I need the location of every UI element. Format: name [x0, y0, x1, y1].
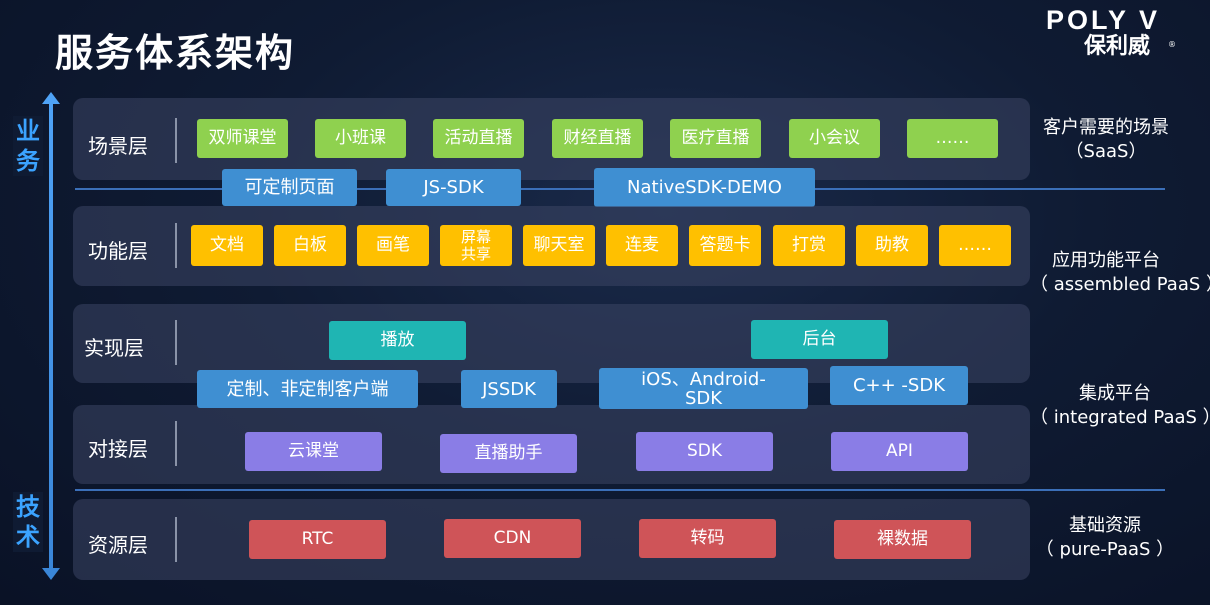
- function-item: 画笔: [357, 225, 429, 266]
- logo-registered-mark: ®: [1168, 40, 1176, 49]
- axis-char: 务: [16, 147, 40, 175]
- separator: [175, 517, 177, 562]
- function-item: 连麦: [606, 225, 678, 266]
- client-item: JSSDK: [461, 370, 557, 408]
- logo-text-bottom: 保利威: [1084, 34, 1151, 59]
- page-title: 服务体系架构: [55, 31, 296, 75]
- function-item-line: 屏幕: [460, 227, 491, 246]
- bridge-item: NativeSDK-DEMO: [594, 168, 815, 207]
- client-item-line: SDK: [684, 387, 723, 409]
- client-item-line: iOS、Android-: [641, 368, 766, 390]
- integration-item: API: [831, 432, 968, 471]
- function-item: 打赏: [773, 225, 845, 266]
- axis-char: 业: [16, 117, 40, 145]
- scene-item: 小会议: [789, 119, 880, 158]
- divider-line: [75, 489, 1165, 491]
- separator: [175, 223, 177, 268]
- resource-item: RTC: [249, 520, 386, 559]
- scene-item: 小班课: [315, 119, 406, 158]
- function-layer-label: 功能层: [88, 239, 148, 263]
- scene-item: 双师课堂: [197, 119, 288, 158]
- scene-item: 医疗直播: [670, 119, 761, 158]
- implementation-item: 播放: [329, 321, 466, 360]
- axis-char: 术: [16, 523, 40, 551]
- resource-item: 裸数据: [834, 520, 971, 559]
- arrow-down-icon: [42, 568, 60, 580]
- side-label-line: （SaaS）: [1065, 141, 1147, 162]
- axis-char: 技: [16, 493, 40, 521]
- side-label-line: 基础资源: [1069, 515, 1141, 536]
- axis-label-business: 业 务: [13, 116, 43, 176]
- logo-text-top: POLY V: [1046, 5, 1161, 35]
- axis-label-tech: 技 术: [13, 492, 43, 552]
- integration-layer-label: 对接层: [88, 437, 148, 461]
- side-label-line: 集成平台: [1079, 383, 1151, 404]
- integration-item: 直播助手: [440, 434, 577, 473]
- bridge-item: 可定制页面: [222, 169, 357, 206]
- scene-item: ……: [907, 119, 998, 158]
- scene-item: 财经直播: [552, 119, 643, 158]
- implementation-layer-label: 实现层: [84, 336, 144, 360]
- resource-item: CDN: [444, 519, 581, 558]
- side-label-line: （ pure-PaaS ）: [1035, 539, 1175, 560]
- arrow-up-icon: [42, 92, 60, 104]
- scene-layer-label: 场景层: [88, 134, 148, 158]
- integration-item: 云课堂: [245, 432, 382, 471]
- client-item: C++ -SDK: [830, 366, 968, 405]
- function-item: 文档: [191, 225, 263, 266]
- side-label-line: （ assembled PaaS ）: [1030, 274, 1210, 295]
- separator: [175, 320, 177, 365]
- side-label-line: （ integrated PaaS ）: [1030, 407, 1210, 428]
- integration-item: SDK: [636, 432, 773, 471]
- axis-line: [49, 98, 53, 572]
- polyv-logo: POLY V 保利威 ®: [1046, 6, 1176, 66]
- function-item: 助教: [856, 225, 928, 266]
- client-item: iOS、Android- SDK: [599, 368, 808, 409]
- function-item: 白板: [274, 225, 346, 266]
- function-item: ……: [939, 225, 1011, 266]
- scene-item: 活动直播: [433, 119, 524, 158]
- separator: [175, 118, 177, 163]
- side-label-line: 应用功能平台: [1052, 250, 1160, 271]
- function-side-label: 应用功能平台 （ assembled PaaS ）: [1030, 249, 1210, 297]
- function-item-line: 共享: [460, 244, 491, 263]
- resource-layer-label: 资源层: [88, 533, 148, 557]
- side-label-line: 客户需要的场景: [1043, 117, 1169, 138]
- resource-side-label: 基础资源 （ pure-PaaS ）: [1030, 514, 1180, 562]
- function-item: 屏幕 共享: [440, 225, 512, 266]
- integration-side-label: 集成平台 （ integrated PaaS ）: [1030, 382, 1210, 430]
- implementation-item: 后台: [751, 320, 888, 359]
- function-item: 答题卡: [689, 225, 761, 266]
- client-item: 定制、非定制客户端: [197, 370, 418, 408]
- function-item: 聊天室: [523, 225, 595, 266]
- bridge-item: JS-SDK: [386, 169, 521, 206]
- scene-side-label: 客户需要的场景 （SaaS）: [1030, 116, 1182, 164]
- separator: [175, 421, 177, 466]
- resource-item: 转码: [639, 519, 776, 558]
